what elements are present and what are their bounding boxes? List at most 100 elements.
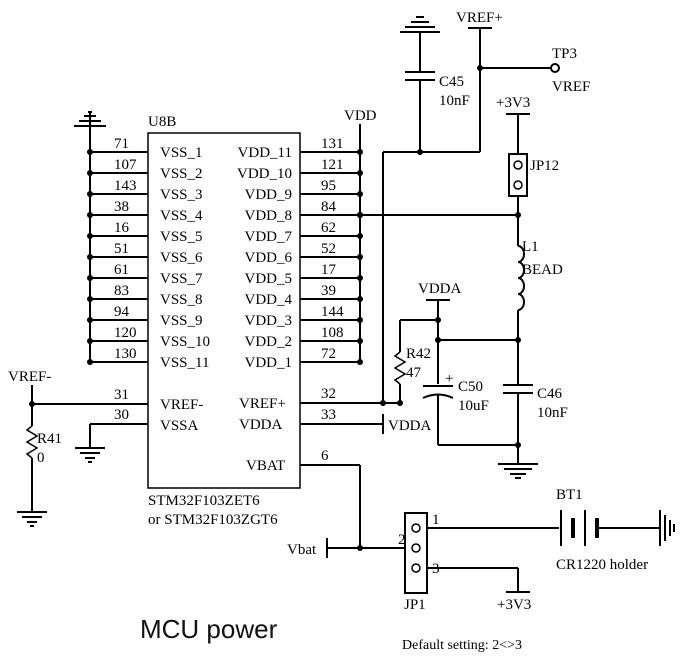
chip-body [147, 132, 301, 489]
pin-name: VSS_6 [160, 250, 203, 266]
pin-number: 94 [114, 304, 130, 320]
pin-name: VDD_11 [238, 145, 292, 161]
vrefm-net-label: VREF- [8, 369, 51, 385]
r42-ref: R42 [406, 346, 431, 362]
pin-num-32: 32 [321, 386, 336, 402]
pin-name: VDD_8 [245, 208, 293, 224]
junction-dot [357, 545, 363, 551]
pin-number: 84 [321, 199, 337, 215]
pin-name: VSS_10 [160, 334, 210, 350]
pin-number: 61 [114, 262, 129, 278]
pin-name: VDD_9 [245, 187, 293, 203]
vbat-net-label: Vbat [287, 542, 317, 558]
c45-value: 10nF [439, 93, 470, 109]
jp1-pin-1: 1 [432, 512, 440, 528]
pin-name: VSS_7 [160, 271, 203, 287]
pin-number: 52 [321, 241, 336, 257]
bt1-ref: BT1 [556, 487, 583, 503]
test-point-icon [550, 63, 560, 73]
pin-name: VDD_7 [245, 229, 293, 245]
pin-number: 51 [114, 241, 129, 257]
pin-name: VDD_3 [245, 313, 293, 329]
pin-num-6: 6 [321, 448, 329, 464]
pin-name: VSS_2 [160, 166, 203, 182]
junction-dot [357, 212, 363, 218]
jp1-ref: JP1 [404, 597, 426, 613]
pin-number: 72 [321, 346, 336, 362]
r41-value: 0 [37, 450, 45, 466]
chip-part-number: STM32F103ZET6 [148, 493, 260, 509]
pin-name-vbat: VBAT [246, 458, 285, 474]
vref-net-label: VREF [552, 79, 590, 95]
ground-icon [74, 111, 106, 127]
bt1-value: CR1220 holder [556, 557, 648, 573]
l1-value: BEAD [522, 262, 563, 278]
page-title: MCU power [140, 614, 278, 644]
pin-number: 108 [321, 325, 344, 341]
junction-dot [357, 359, 363, 365]
junction-dot [417, 149, 423, 155]
pin-name: VSS_8 [160, 292, 203, 308]
pin-number: 71 [114, 136, 129, 152]
inductor-bead-icon [517, 245, 525, 311]
header-pin-icon [411, 543, 421, 553]
pin-number: 17 [321, 262, 337, 278]
tp3-ref: TP3 [552, 46, 577, 62]
pin-number: 131 [321, 136, 344, 152]
pin-name: VDD_10 [237, 166, 292, 182]
pin-number: 83 [114, 283, 129, 299]
pin-name-vrefm: VREF- [160, 397, 203, 413]
c46-value: 10nF [537, 405, 568, 421]
r42-value: 47 [406, 365, 422, 381]
pin-number: 16 [114, 220, 130, 236]
vdd-net-label: VDD [344, 108, 377, 124]
pin-number: 121 [321, 157, 344, 173]
pin-num-33: 33 [321, 407, 336, 423]
ground-icon [498, 463, 538, 479]
pin-name: VDD_1 [245, 355, 293, 371]
pin-num-30: 30 [114, 407, 129, 423]
r41-resistor-icon [25, 425, 39, 459]
chip-alt-part-number: or STM32F103ZGT6 [148, 512, 278, 528]
pin-number: 95 [321, 178, 336, 194]
pin-number: 130 [114, 346, 137, 362]
c50-value: 10uF [458, 398, 489, 414]
pin-number: 120 [114, 325, 137, 341]
vdda-top-label: VDDA [418, 281, 461, 297]
pin-number: 144 [321, 304, 344, 320]
jp12-ref: JP12 [530, 158, 559, 174]
header-pin-icon [411, 523, 421, 533]
pin-name-vdda: VDDA [239, 417, 282, 433]
pin-name: VDD_6 [245, 250, 293, 266]
r41-ref: R41 [37, 431, 62, 447]
vrefp-net-label: VREF+ [456, 10, 503, 26]
pin-name: VSS_5 [160, 229, 203, 245]
r42-resistor-icon [393, 351, 407, 385]
pin-number: 143 [114, 178, 137, 194]
jumper-pin-icon [513, 160, 523, 170]
pin-name: VSS_4 [160, 208, 203, 224]
pin-name: VSS_3 [160, 187, 203, 203]
c50-ref: C50 [458, 379, 483, 395]
jp1-header-icon [404, 512, 428, 594]
l1-ref: L1 [522, 239, 539, 255]
ground-icon [17, 511, 47, 527]
junction-dot [87, 359, 93, 365]
pin-name: VDD_4 [245, 292, 293, 308]
pin-name: VSS_11 [160, 355, 209, 371]
pin-number: 38 [114, 199, 129, 215]
pin-name-vssa: VSSA [160, 418, 199, 434]
vdda-port-label: VDDA [388, 418, 431, 434]
c50-polarity: + [445, 371, 453, 387]
c46-ref: C46 [537, 386, 563, 402]
pin-name: VSS_1 [160, 145, 203, 161]
battery-icon [560, 510, 599, 546]
pin-number: 107 [114, 157, 137, 173]
jumper-pin-icon [513, 180, 523, 190]
c45-ref: C45 [439, 74, 464, 90]
header-pin-icon [411, 563, 421, 573]
jp1-pin-2: 2 [398, 532, 406, 548]
